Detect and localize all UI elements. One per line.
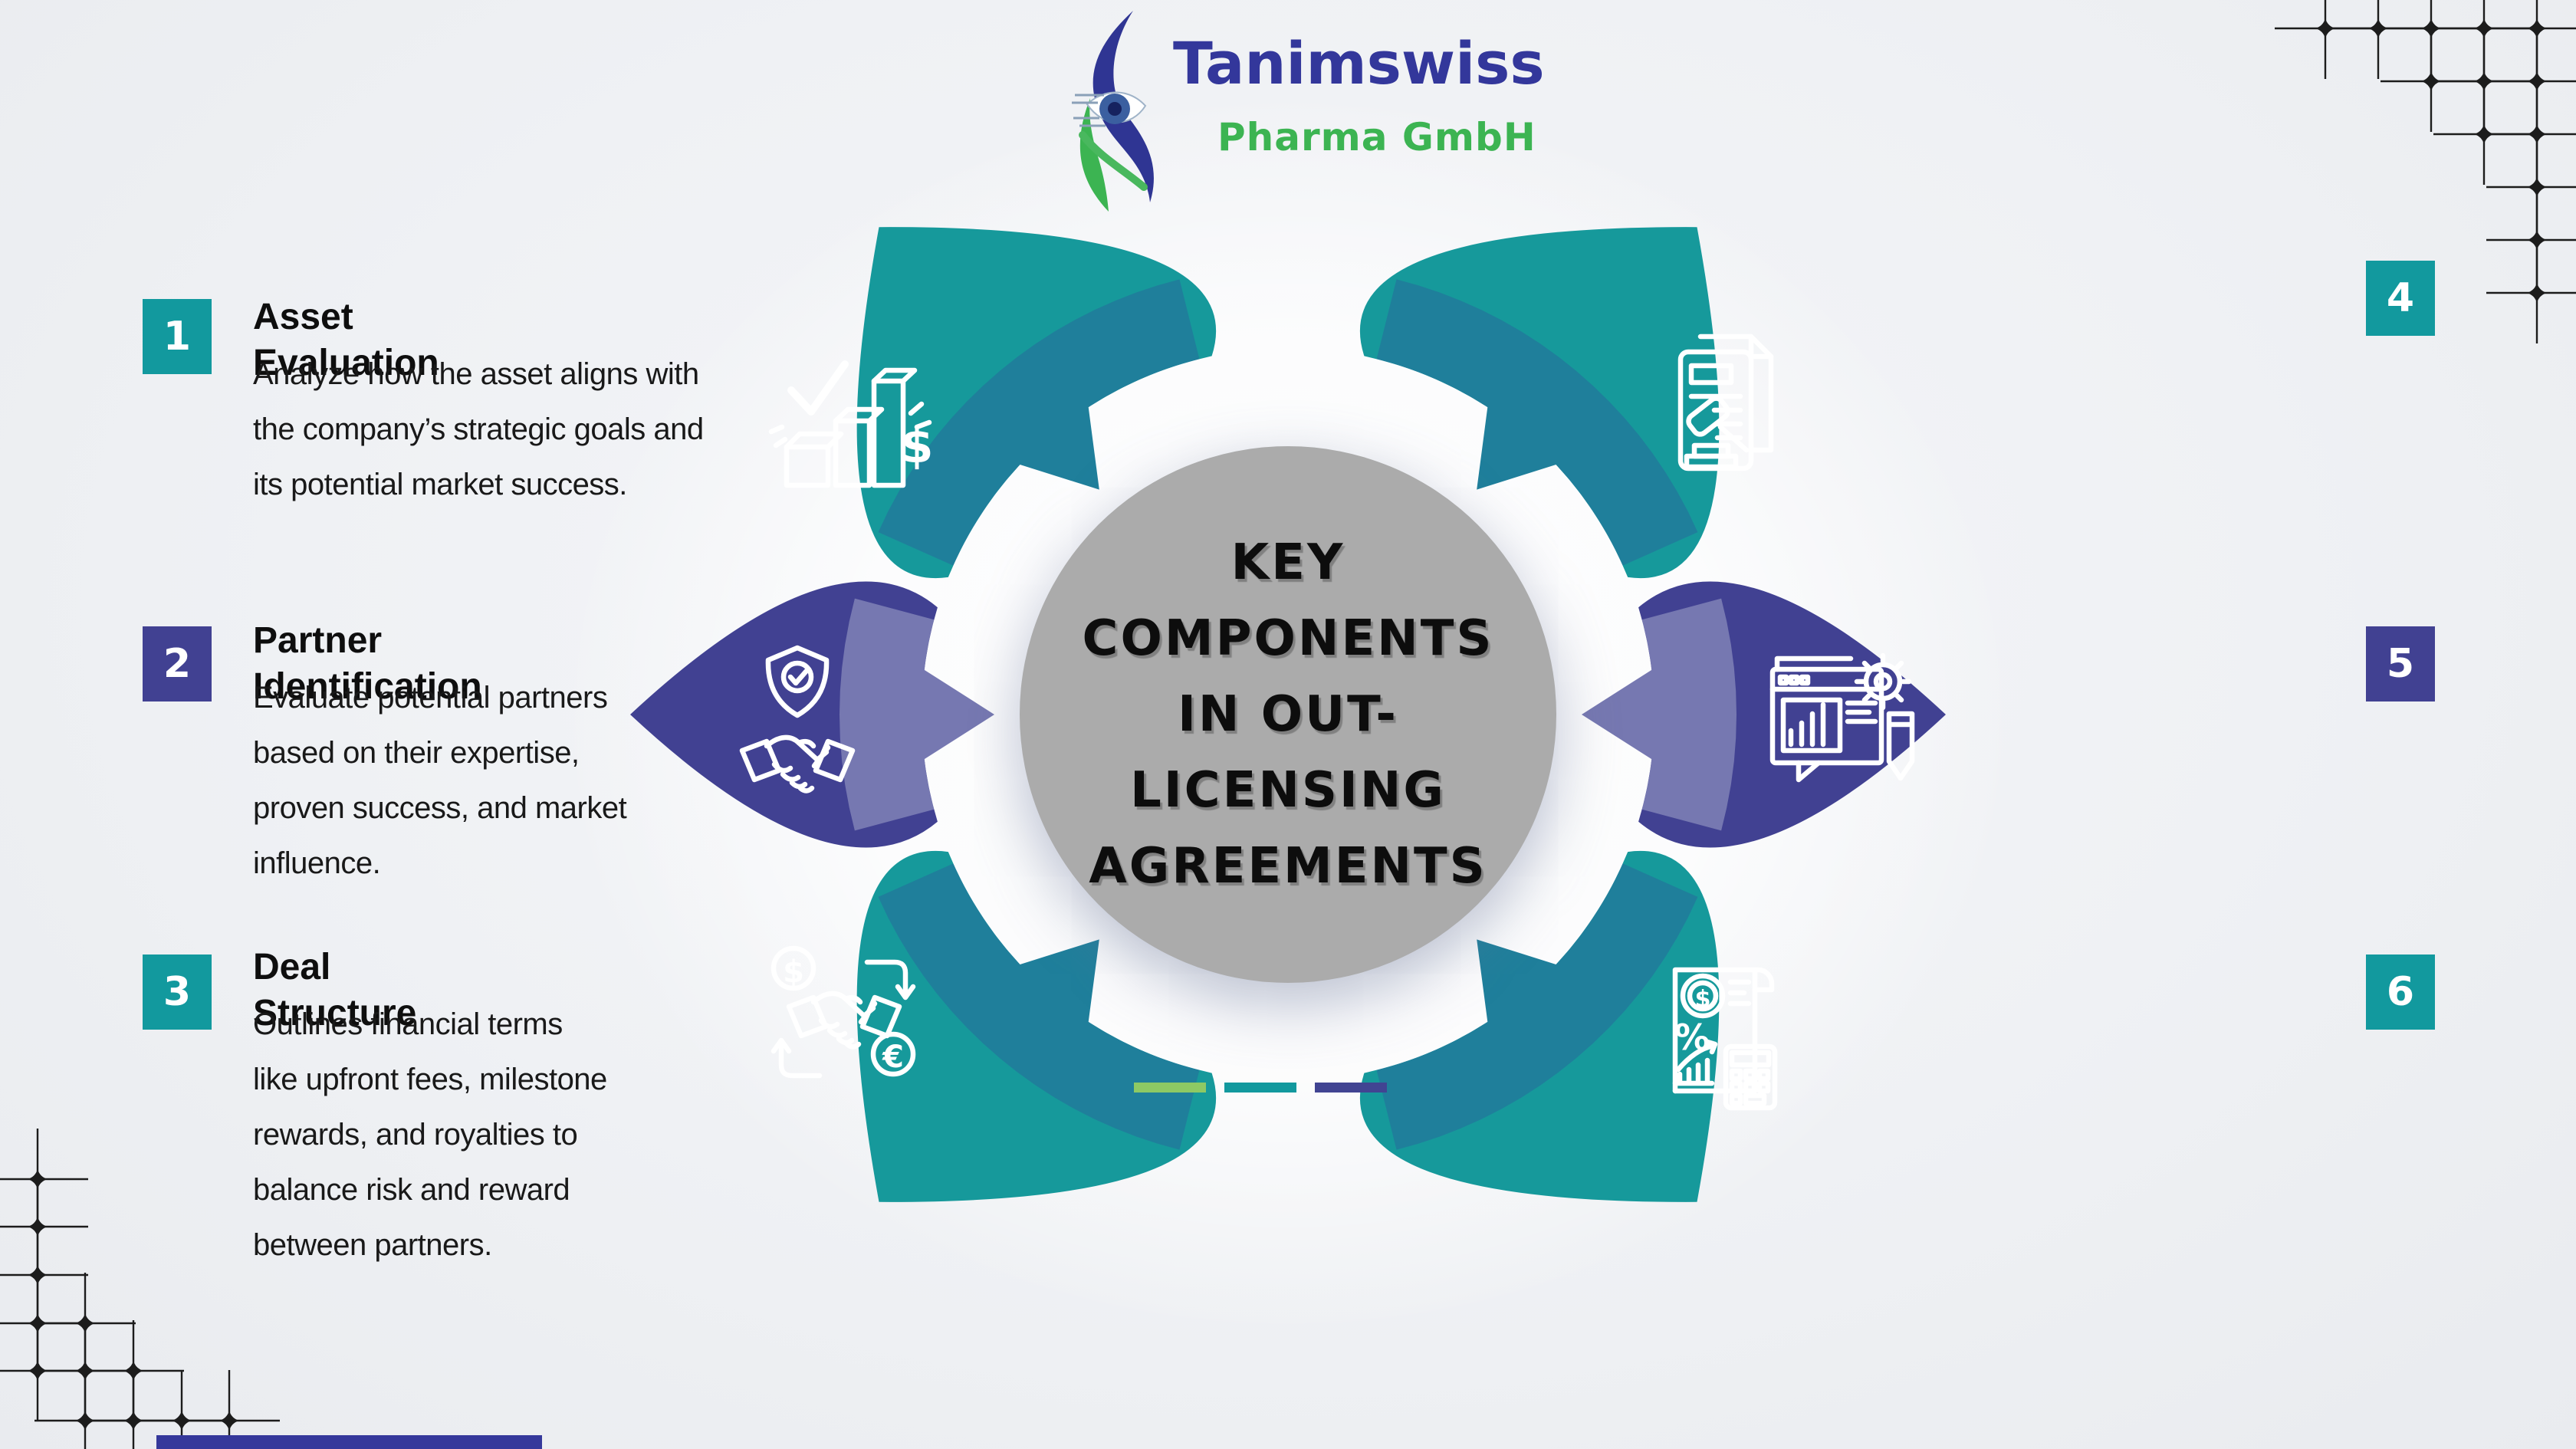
item-number-badge: 5 [2366, 626, 2435, 702]
item-number-badge: 1 [143, 299, 212, 374]
legend-dash-green [1134, 1083, 1206, 1092]
center-title-line: LICENSING [1130, 761, 1446, 819]
bottom-accent-bar [156, 1435, 542, 1449]
currency-exchange-handshake-icon: $ € [770, 945, 916, 1079]
company-logo: Tanimswiss Pharma GmbH [1060, 6, 1581, 221]
center-title-line: COMPONENTS [1082, 610, 1494, 667]
center-circle: KEY COMPONENTS IN OUT- LICENSING AGREEME… [1020, 446, 1556, 983]
item-title: Asset Evaluation [253, 297, 439, 383]
svg-text:$: $ [1695, 986, 1711, 1013]
svg-text:$: $ [783, 955, 804, 990]
item-description: Analyze how the asset aligns with the co… [253, 357, 704, 501]
legal-document-gavel-icon [1677, 334, 1774, 472]
dna-eye-logo-icon [1072, 11, 1154, 212]
item-description: Evaluate potential partners based on the… [253, 681, 627, 880]
company-subtitle: Pharma GmbH [1217, 115, 1536, 159]
svg-text:€: € [882, 1040, 904, 1075]
center-title-line: IN OUT- [1178, 685, 1398, 743]
financial-report-calculator-icon: $ % [1672, 967, 1778, 1111]
svg-text:%: % [1674, 1017, 1710, 1058]
center-title-line: AGREEMENTS [1089, 837, 1487, 895]
item-number-badge: 2 [143, 626, 212, 702]
item-description: Outlines financial terms like upfront fe… [253, 1007, 607, 1262]
marketing-analytics-pencil-icon [1769, 652, 1915, 783]
item-number-badge: 4 [2366, 261, 2435, 336]
company-name: Tanimswiss [1173, 29, 1545, 97]
center-title-line: KEY [1230, 534, 1346, 591]
legend-dash-teal [1224, 1083, 1296, 1092]
item-title: Deal Structure [253, 947, 417, 1033]
item-number-badge: 6 [2366, 955, 2435, 1030]
legend-dash-purple [1315, 1083, 1387, 1092]
item-title: Partner Identification [253, 620, 482, 707]
shield-handshake-icon [739, 645, 856, 794]
growth-chart-check-dollar-icon: $ [768, 360, 934, 488]
item-number-badge: 3 [143, 955, 212, 1030]
